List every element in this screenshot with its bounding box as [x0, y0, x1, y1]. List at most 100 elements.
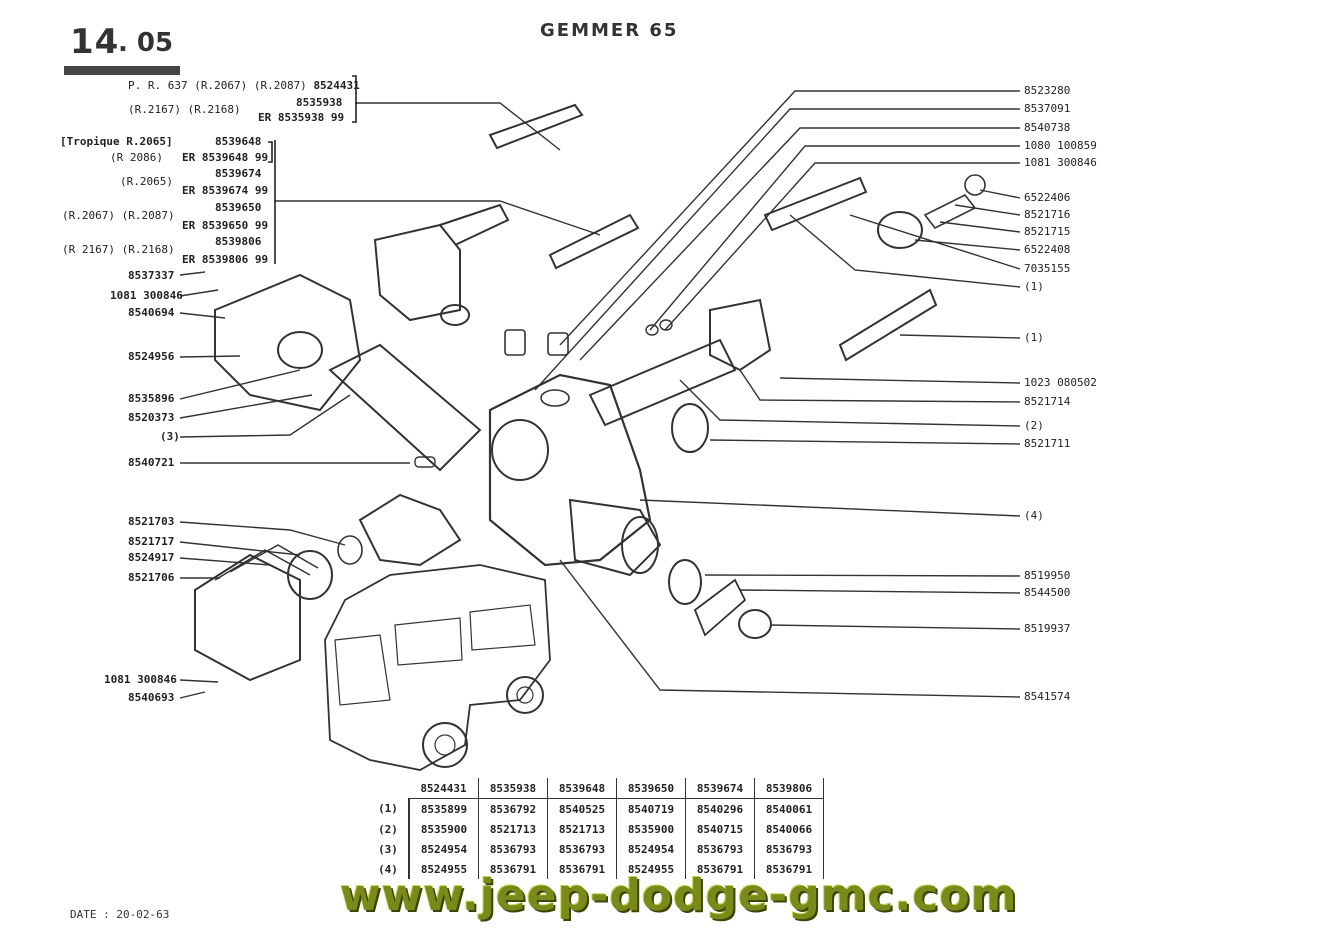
- variant-2-part-a: 8539674: [215, 167, 262, 180]
- callout-right: 8540738: [1024, 121, 1071, 134]
- table-row: (4) 8524955 8536791 8536791 8524955 8536…: [372, 859, 824, 879]
- table-header-cell: 8539648: [547, 778, 617, 799]
- table-cell: 8536792: [478, 798, 548, 819]
- callout-right: 8541574: [1024, 690, 1071, 703]
- table-header-row: 8524431 8535938 8539648 8539650 8539674 …: [372, 778, 824, 799]
- table-cell: 8536791: [685, 859, 755, 879]
- callout-left: 8520373: [128, 411, 175, 424]
- callout-left: 8540693: [128, 691, 175, 704]
- table-cell: 8521713: [547, 819, 617, 839]
- table-row-label: (1): [372, 798, 410, 819]
- table-cell: 8521713: [478, 819, 548, 839]
- table-header-cell: 8539650: [616, 778, 686, 799]
- parts-table: 8524431 8535938 8539648 8539650 8539674 …: [372, 778, 824, 879]
- callout-left: 1081 300846: [110, 289, 183, 302]
- table-row: (3) 8524954 8536793 8536793 8524954 8536…: [372, 839, 824, 859]
- callout-right: (1): [1024, 331, 1044, 344]
- callout-left: 8540721: [128, 456, 175, 469]
- page-date: DATE : 20-02-63: [70, 908, 170, 921]
- callout-right: 1081 300846: [1024, 156, 1097, 169]
- table-header-cell: 8524431: [409, 778, 479, 799]
- variant-1-label2: (R 2086): [110, 151, 163, 164]
- table-cell: 8535899: [409, 798, 479, 819]
- table-row: (1) 8535899 8536792 8540525 8540719 8540…: [372, 798, 824, 819]
- callout-right: 6522406: [1024, 191, 1071, 204]
- table-row-label: (2): [372, 819, 410, 839]
- callout-left: (3): [160, 430, 180, 443]
- table-cell: 8535900: [616, 819, 686, 839]
- table-cell: 8536793: [478, 839, 548, 859]
- callout-right: 8521715: [1024, 225, 1071, 238]
- variant-3-part-b: ER 8539650 99: [182, 219, 269, 232]
- callout-left: 8540694: [128, 306, 175, 319]
- callout-right: 1080 100859: [1024, 139, 1097, 152]
- callout-left: 8521703: [128, 515, 175, 528]
- table-cell: 8524954: [409, 839, 479, 859]
- table-header-cell: 8539806: [754, 778, 824, 799]
- callout-right: (2): [1024, 419, 1044, 432]
- table-cell: 8536791: [547, 859, 617, 879]
- variant-1-label1: [Tropique R.2065]: [60, 135, 173, 148]
- callout-left: 8521717: [128, 535, 175, 548]
- table-header-cell: 8539674: [685, 778, 755, 799]
- callout-right: 8519937: [1024, 622, 1071, 635]
- callout-right: 1023 080502: [1024, 376, 1097, 389]
- header-ref-line1-part: 8524431: [313, 79, 360, 92]
- callout-right: (1): [1024, 280, 1044, 293]
- callout-right: 8519950: [1024, 569, 1071, 582]
- header-ref-line2-label: (R.2167) (R.2168): [128, 103, 241, 116]
- table-cell: 8540061: [754, 798, 824, 819]
- header-ref-line2-part-b: ER 8535938 99: [258, 111, 345, 124]
- callout-left: 8535896: [128, 392, 175, 405]
- header-ref-line1: P. R. 637 (R.2067) (R.2087) 8524431: [128, 80, 360, 92]
- table-cell: 8536793: [754, 839, 824, 859]
- variant-4-part-a: 8539806: [215, 235, 262, 248]
- callout-left: 8524956: [128, 350, 175, 363]
- table-cell: 8536791: [754, 859, 824, 879]
- callout-right: 7035155: [1024, 262, 1071, 275]
- variant-3-label1: (R.2067) (R.2087): [62, 209, 175, 222]
- watermark: www.jeep-dodge-gmc.com: [340, 870, 1018, 921]
- table-cell: 8524955: [409, 859, 479, 879]
- page-title: GEMMER 65: [540, 20, 679, 41]
- table-header-cell: 8535938: [478, 778, 548, 799]
- header-bar: [64, 66, 180, 75]
- table-cell: 8535900: [409, 819, 479, 839]
- callout-right: 8521714: [1024, 395, 1071, 408]
- callout-left: 8524917: [128, 551, 175, 564]
- callout-right: 8521716: [1024, 208, 1071, 221]
- callout-right: 8544500: [1024, 586, 1071, 599]
- table-cell: 8540296: [685, 798, 755, 819]
- variant-4-label1: (R 2167) (R.2168): [62, 243, 175, 256]
- callout-right: 8521711: [1024, 437, 1071, 450]
- page-number-major: 14: [70, 22, 120, 62]
- variant-2-label1: (R.2065): [120, 175, 173, 188]
- table-cell: 8540066: [754, 819, 824, 839]
- callout-right: 8537091: [1024, 102, 1071, 115]
- variant-1-part-b: ER 8539648 99: [182, 151, 269, 164]
- callout-left: 8521706: [128, 571, 175, 584]
- table-cell: 8540715: [685, 819, 755, 839]
- variant-3-part-a: 8539650: [215, 201, 262, 214]
- table-cell: 8536793: [547, 839, 617, 859]
- table-cell: 8524955: [616, 859, 686, 879]
- callout-right: 6522408: [1024, 243, 1071, 256]
- table-cell: 8536791: [478, 859, 548, 879]
- callout-left: 8537337: [128, 269, 175, 282]
- page-number-minor: . 05: [118, 28, 174, 58]
- callout-left: 1081 300846: [104, 673, 177, 686]
- callout-right: 8523280: [1024, 84, 1071, 97]
- callout-right: (4): [1024, 509, 1044, 522]
- variant-4-part-b: ER 8539806 99: [182, 253, 269, 266]
- table-row-label: (3): [372, 839, 410, 859]
- variant-1-part-a: 8539648: [215, 135, 262, 148]
- table-row: (2) 8535900 8521713 8521713 8535900 8540…: [372, 819, 824, 839]
- header-ref-line2-part-a: 8535938: [296, 96, 343, 109]
- table-row-label: (4): [372, 859, 410, 879]
- header-ref-line1-label: P. R. 637 (R.2067) (R.2087): [128, 79, 307, 92]
- table-cell: 8540525: [547, 798, 617, 819]
- variant-2-part-b: ER 8539674 99: [182, 184, 269, 197]
- table-cell: 8540719: [616, 798, 686, 819]
- table-cell: 8536793: [685, 839, 755, 859]
